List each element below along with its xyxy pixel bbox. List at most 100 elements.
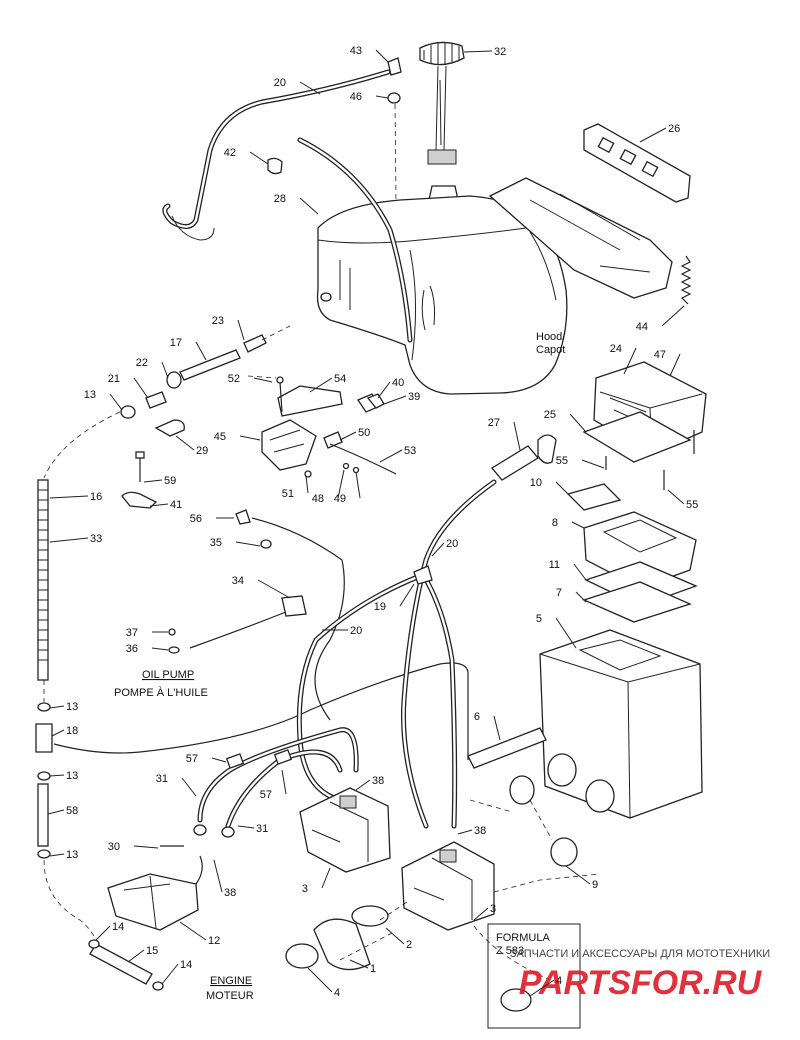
callout-leader-c9 [565, 865, 591, 885]
callout-number-c12: 12 [208, 935, 220, 947]
watermark: ЗАПЧАСТИ И АКСЕССУАРЫ ДЛЯ МОТОТЕХНИКИ PA… [510, 948, 770, 1002]
callout-leader-c25 [569, 413, 587, 433]
callout-leader-c31a [181, 777, 197, 797]
callout-leader-c55b [667, 489, 685, 505]
callout-number-c50: 50 [358, 427, 370, 439]
callout-leader-c20b [431, 542, 445, 557]
callout-number-c19: 19 [374, 601, 386, 613]
callout-leader-c41 [149, 503, 169, 507]
callout-number-c25: 25 [544, 409, 556, 421]
callout-leader-c45 [239, 435, 261, 441]
callout-leader-c20a [299, 81, 321, 95]
callout-leader-c4a [307, 967, 333, 993]
callout-leader-c47 [669, 353, 681, 377]
engine-label: ENGINE MOTEUR [206, 975, 254, 1002]
air-silencer-top-part [582, 361, 707, 490]
callout-leader-c27 [513, 421, 521, 451]
callout-number-c20c: 20 [350, 625, 362, 637]
callout-leader-c13b [49, 705, 65, 709]
callout-leader-c3a [321, 867, 331, 889]
callout-number-c55b: 55 [686, 499, 698, 511]
callout-number-c16: 16 [90, 491, 102, 503]
formula-label: FORMULA Z 583 [496, 932, 550, 957]
watermark-logo: PARTSFOR.RU [519, 964, 763, 1002]
elbow-grommet-part [387, 57, 402, 201]
callout-number-c17: 17 [170, 337, 182, 349]
callout-number-c55a: 55 [556, 455, 568, 467]
callout-number-c40: 40 [392, 377, 404, 389]
callout-number-c21: 21 [108, 373, 120, 385]
callout-leader-c11 [573, 563, 587, 581]
callout-number-c48: 48 [312, 493, 324, 505]
oil-line-lower-part [35, 662, 469, 941]
callout-number-c33: 33 [90, 533, 102, 545]
callout-number-c38b: 38 [474, 825, 486, 837]
callout-leader-c18 [51, 729, 65, 737]
callout-leader-c28 [299, 197, 319, 215]
callout-number-c8: 8 [552, 517, 558, 529]
fuel-tank-part [316, 195, 568, 395]
callout-leader-c49 [355, 471, 361, 499]
callout-number-c54: 54 [334, 373, 346, 385]
leader-lines [473, 873, 601, 985]
oil-line-part [37, 411, 121, 681]
callout-leader-c52 [253, 377, 273, 383]
callout-number-c53: 53 [404, 445, 416, 457]
callout-number-c5: 5 [536, 613, 542, 625]
primer-assembly-part [247, 375, 343, 478]
callout-leader-c17 [195, 341, 207, 361]
callout-number-c22: 22 [136, 357, 148, 369]
callout-leader-c13c [49, 774, 65, 777]
callout-number-c57a: 57 [186, 753, 198, 765]
callout-leader-c53 [379, 449, 403, 463]
callout-leader-c48 [337, 469, 345, 499]
fuel-hoses-part [296, 479, 497, 829]
callout-leader-c12 [179, 921, 207, 941]
callout-leader-c6 [493, 715, 501, 741]
formula-box-clamp-part [500, 988, 532, 1012]
callout-number-c29: 29 [196, 445, 208, 457]
callout-number-c6: 6 [474, 711, 480, 723]
callout-leader-c14a [95, 925, 111, 941]
callout-leader-c57b [281, 769, 287, 795]
grommet-42-part [267, 157, 283, 175]
callout-number-c52: 52 [228, 373, 240, 385]
callout-leader-c14b [161, 963, 179, 985]
callout-number-c3a: 3 [302, 883, 308, 895]
oil-pump-label: OIL PUMP POMPE À L'HUILE [114, 669, 208, 699]
callout-leader-c55a [581, 459, 605, 469]
callout-leader-c59 [143, 479, 163, 483]
formula-label-line2: Z 583 [496, 945, 524, 957]
callout-number-c34: 34 [232, 575, 244, 587]
formula-box [487, 923, 581, 1029]
callout-leader-c30 [133, 845, 159, 849]
callout-number-c7: 7 [556, 587, 562, 599]
callout-leader-c34 [257, 579, 291, 599]
callout-leader-c40 [377, 381, 391, 399]
callout-number-c26: 26 [668, 123, 680, 135]
callout-leader-c15 [127, 949, 145, 963]
callout-leader-c39 [383, 395, 407, 405]
callout-number-c59: 59 [164, 475, 176, 487]
callout-number-c38a: 38 [372, 775, 384, 787]
callout-leader-c38b [457, 829, 473, 835]
callout-number-c44: 44 [636, 321, 648, 333]
spring-part [680, 255, 692, 305]
hood-label: Hood/ Capot [536, 331, 566, 356]
callout-number-c2: 2 [406, 939, 412, 951]
callout-number-c42: 42 [224, 147, 236, 159]
engine-label-en: ENGINE [210, 975, 252, 987]
callout-number-c1: 1 [370, 963, 376, 975]
clip-41-part [121, 451, 158, 509]
callout-number-c38c: 38 [224, 887, 236, 899]
fuel-cap-part [419, 41, 465, 201]
callout-leader-c5 [555, 617, 577, 649]
callout-number-c20a: 20 [274, 77, 286, 89]
callout-number-c13a: 13 [84, 389, 96, 401]
hood-label-en: Hood/ [536, 331, 566, 343]
callout-leader-c54 [309, 377, 333, 393]
callout-leader-c3b [473, 907, 489, 921]
